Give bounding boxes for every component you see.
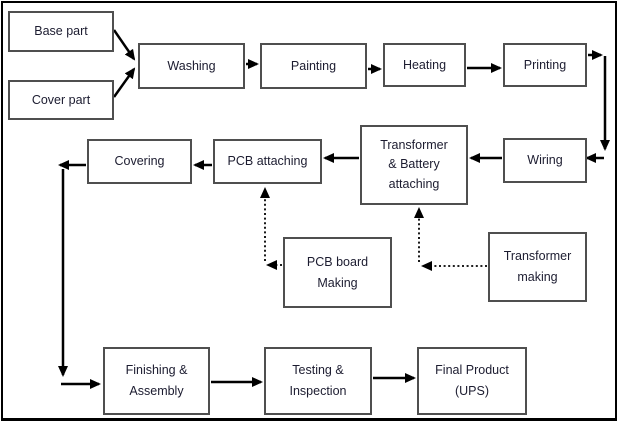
node-transformer-battery-attaching: Transformer & Battery attaching [360, 125, 468, 205]
node-heating-label: Heating [402, 57, 447, 72]
node-transformer-making-label: Transformer making [503, 249, 572, 284]
node-finishing-assembly: Finishing & Assembly [103, 347, 210, 415]
arrow-base-part-to-washing [112, 29, 136, 61]
node-pcb-attaching: PCB attaching [213, 139, 322, 184]
node-printing: Printing [503, 43, 587, 87]
node-covering-label: Covering [114, 154, 165, 169]
arrow-cover-part-to-washing [112, 67, 136, 98]
node-washing-label: Washing [167, 58, 216, 73]
node-base-part: Base part [8, 11, 114, 52]
node-testing-inspection-label: Testing & Inspection [289, 363, 347, 398]
node-painting-label: Painting [290, 58, 337, 73]
node-washing: Washing [138, 43, 245, 89]
node-base-part-label: Base part [34, 24, 88, 39]
node-pcb-attaching-label: PCB attaching [227, 154, 308, 169]
node-printing-label: Printing [523, 57, 567, 72]
node-final-product-label: Final Product (UPS) [435, 363, 509, 398]
node-heating: Heating [383, 43, 466, 87]
diagram-outer-frame [1, 1, 617, 421]
node-wiring: Wiring [503, 138, 587, 183]
node-pcb-board-making: PCB board Making [283, 237, 392, 308]
node-covering: Covering [87, 139, 192, 184]
node-transformer-making: Transformer making [488, 232, 587, 302]
node-final-product: Final Product (UPS) [417, 347, 527, 415]
node-cover-part: Cover part [8, 80, 114, 120]
node-wiring-label: Wiring [527, 153, 563, 168]
node-pcb-board-making-label: PCB board Making [306, 254, 369, 290]
node-transformer-battery-attaching-label: Transformer & Battery attaching [380, 137, 448, 191]
node-cover-part-label: Cover part [31, 92, 91, 107]
node-painting: Painting [260, 43, 367, 89]
node-finishing-assembly-label: Finishing & Assembly [125, 363, 188, 398]
node-testing-inspection: Testing & Inspection [264, 347, 372, 415]
